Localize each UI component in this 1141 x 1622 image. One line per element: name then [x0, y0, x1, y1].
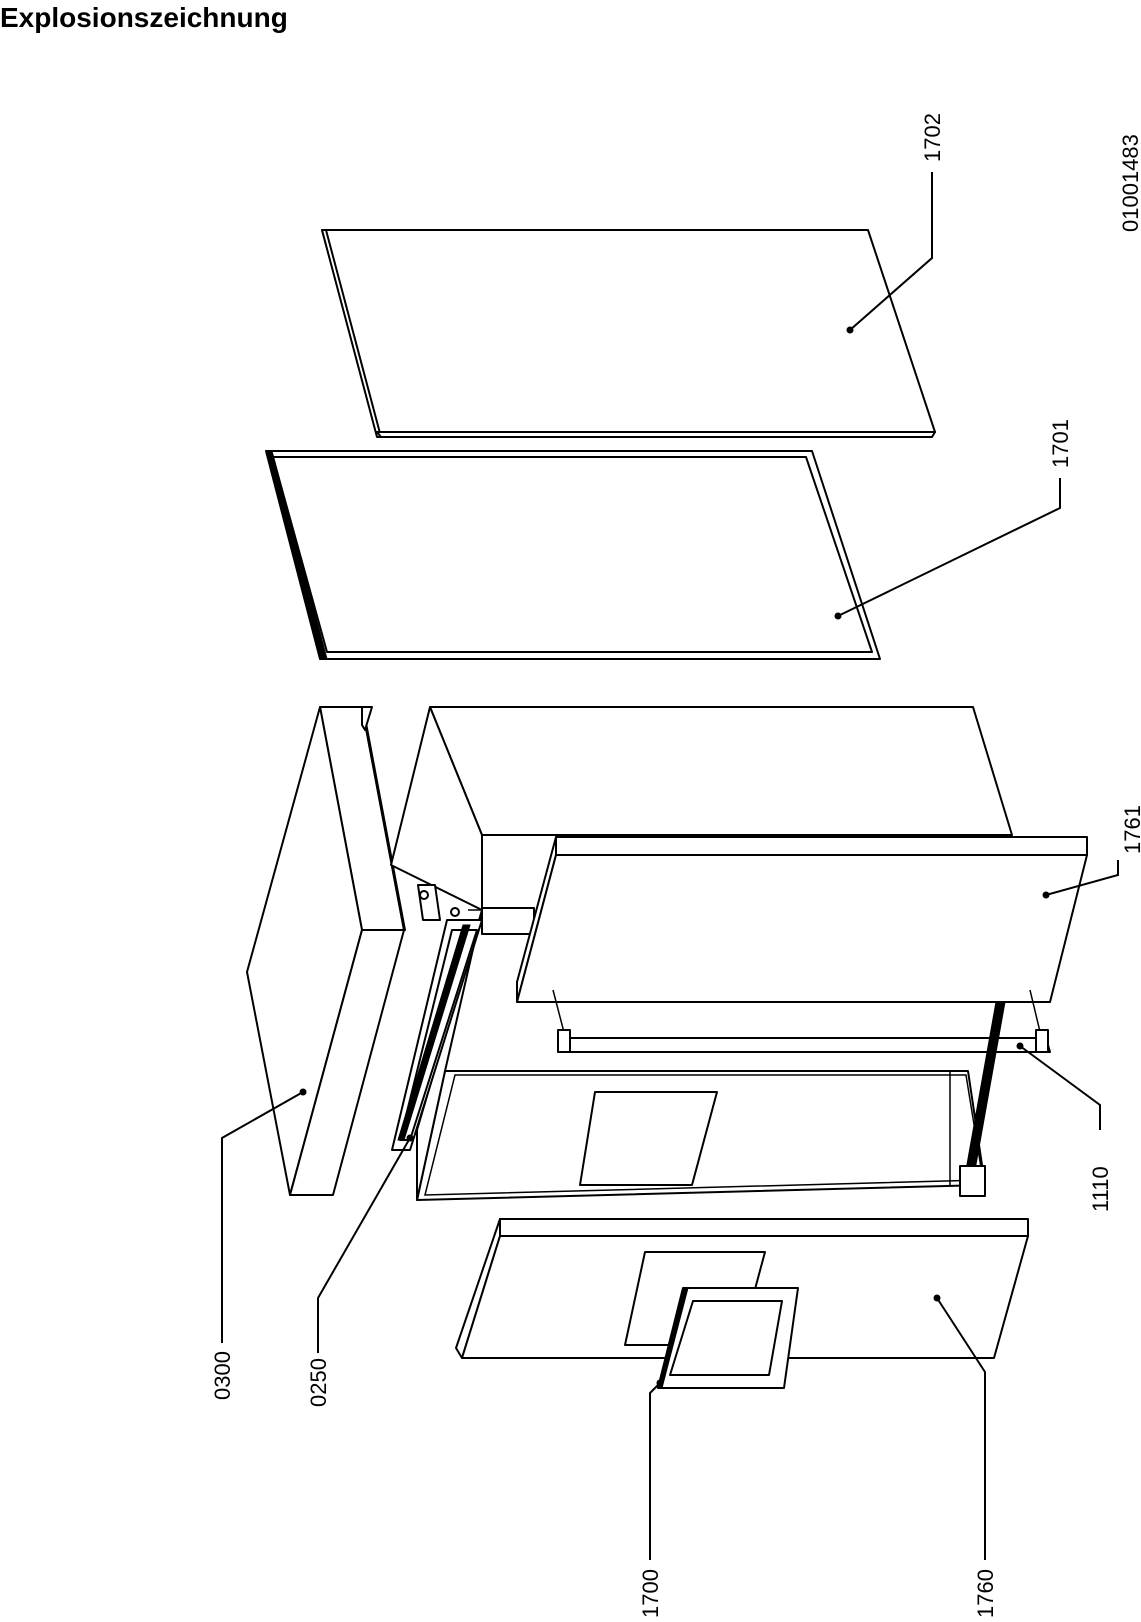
- part-1761-upper-door[interactable]: [516, 836, 1088, 1003]
- leader-1701: [834, 478, 1061, 620]
- leader-0300: [221, 1088, 307, 1343]
- label-1110: 1110: [1088, 1166, 1113, 1212]
- part-1701-panel[interactable]: [265, 450, 881, 660]
- leader-1761: [1042, 860, 1119, 899]
- part-0250-hinge-rail[interactable]: [391, 884, 535, 1151]
- leader-1110: [1016, 1042, 1101, 1130]
- leader-0250: [317, 1134, 414, 1353]
- label-0300: 0300: [210, 1351, 235, 1400]
- label-1760: 1760: [973, 1569, 998, 1618]
- page-title: Explosionszeichnung: [0, 2, 288, 33]
- label-1701: 1701: [1048, 419, 1073, 468]
- part-0300-top-cover[interactable]: [246, 706, 406, 1196]
- label-1702: 1702: [920, 113, 945, 162]
- leader-1700: [649, 1379, 664, 1560]
- part-1700-window-frame[interactable]: [657, 1287, 799, 1389]
- drawing-number: 01001483: [1118, 134, 1141, 232]
- label-1700: 1700: [638, 1569, 663, 1618]
- part-1702-panel[interactable]: [321, 229, 936, 438]
- label-0250: 0250: [306, 1358, 331, 1407]
- leader-1702: [846, 172, 933, 334]
- label-1761: 1761: [1120, 805, 1141, 854]
- leader-1760: [933, 1294, 986, 1560]
- part-1110-door-bar[interactable]: [552, 989, 1051, 1197]
